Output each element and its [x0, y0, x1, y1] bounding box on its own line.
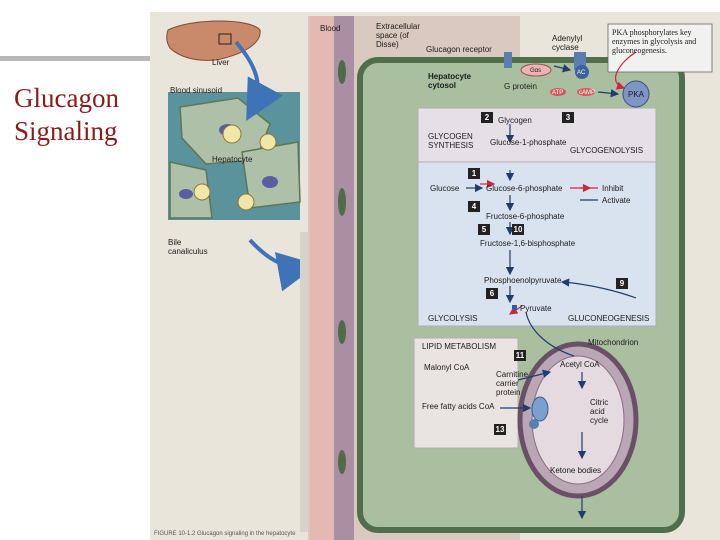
atp-icon — [550, 88, 566, 96]
figure-caption: FIGURE 10-1.2 Glucagon signaling in the … — [154, 531, 296, 537]
label-blood: Blood — [320, 24, 341, 33]
label-ac: AC — [577, 70, 586, 76]
label-liver: Liver — [212, 58, 230, 67]
label-pka: PKA — [628, 90, 645, 99]
title-divider — [0, 56, 156, 61]
legend-activate: Activate — [602, 196, 631, 205]
pyruvate-marker — [512, 305, 517, 310]
pka-note-box — [607, 23, 713, 73]
step-9: 9 — [616, 278, 628, 289]
label-free-fatty-acids-coa: Free fatty acids CoA — [422, 402, 495, 411]
endothelial-nuclei — [338, 60, 346, 474]
step-10: 10 — [512, 224, 524, 235]
pka-icon — [622, 80, 650, 108]
transporter-dot — [529, 419, 539, 429]
label-phosphoenolpyruvate: Phosphoenolpyruvate — [484, 276, 562, 285]
label-g-alpha-s: Gαs — [530, 68, 542, 74]
label-hepatocyte-cytosol: Hepatocyte cytosol — [428, 72, 472, 90]
slide-title-line-2: Signaling — [14, 116, 118, 146]
label-malonyl-coa: Malonyl CoA — [424, 363, 470, 372]
label-fructose-6-phosphate: Fructose-6-phosphate — [486, 212, 565, 221]
label-g-protein: G protein — [504, 82, 537, 91]
label-extracellular-space: Extracellular space (of Disse) — [376, 22, 421, 49]
label-glycogen-synthesis: GLYCOGEN SYNTHESIS — [428, 132, 474, 150]
label-glucose-1-phosphate: Glucose-1-phosphate — [490, 138, 567, 147]
step-4: 4 — [468, 201, 480, 212]
step-1: 1 — [468, 168, 480, 179]
step-2: 2 — [481, 112, 493, 123]
slide-title-line-1: Glucagon — [14, 83, 119, 113]
label-glycogen: Glycogen — [498, 116, 532, 125]
glycogen-panel — [417, 107, 657, 163]
label-bile-canaliculus: Bile canaliculus — [168, 238, 208, 256]
zoom-arrow-liver — [234, 40, 283, 122]
scanned-figure: Liver Blood sinusoid Hepatocyte Bile can… — [150, 12, 720, 540]
label-gluconeogenesis: GLUCONEOGENESIS — [568, 314, 650, 323]
camp-icon — [577, 88, 595, 96]
label-glycolysis: GLYCOLYSIS — [428, 314, 478, 323]
label-adenylyl-cyclase: Adenylyl cyclase — [552, 34, 583, 52]
label-carnitine-carrier-protein: Carnitine carrier protein — [496, 370, 529, 397]
label-hepatocyte: Hepatocyte — [212, 155, 253, 164]
label-citric-acid-cycle: Citric acid cycle — [590, 398, 609, 425]
glucagon-receptor — [504, 52, 512, 68]
step-3: 3 — [562, 112, 574, 123]
legend-inhibit: Inhibit — [602, 184, 624, 193]
step-5: 5 — [478, 224, 490, 235]
label-glycogenolysis: GLYCOGENOLYSIS — [570, 146, 644, 155]
g-alpha-s-icon — [520, 63, 552, 77]
step-13: 13 — [494, 424, 506, 435]
ac-icon — [575, 65, 589, 79]
label-atp: ATP — [552, 90, 564, 96]
label-pyruvate: Pyruvate — [520, 304, 552, 313]
label-pka-note: PKA phosphorylates key enzymes in glycol… — [612, 28, 697, 55]
endothelial-band — [334, 16, 354, 540]
carnitine-carrier-icon — [531, 396, 549, 422]
label-blood-sinusoid: Blood sinusoid — [170, 86, 223, 95]
label-acetyl-coa: Acetyl CoA — [560, 360, 600, 369]
label-glucose: Glucose — [430, 184, 460, 193]
label-glucagon-receptor: Glucagon receptor — [426, 45, 492, 54]
step-6: 6 — [486, 288, 498, 299]
label-camp: cAMP — [579, 90, 596, 96]
label-lipid-metabolism: LIPID METABOLISM — [422, 342, 497, 351]
step-11: 11 — [514, 350, 526, 361]
slide-title: Glucagon Signaling — [14, 82, 164, 148]
liver-shape — [166, 20, 261, 61]
glycolysis-panel — [417, 161, 657, 327]
label-mitochondrion: Mitochondrion — [588, 338, 639, 347]
label-glucose-6-phosphate: Glucose-6-phosphate — [486, 184, 563, 193]
label-fructose-16-bisphosphate: Fructose-1,6-bisphosphate — [480, 239, 576, 248]
label-ketone-bodies: Ketone bodies — [550, 466, 602, 475]
pathway-arrows — [466, 64, 637, 520]
